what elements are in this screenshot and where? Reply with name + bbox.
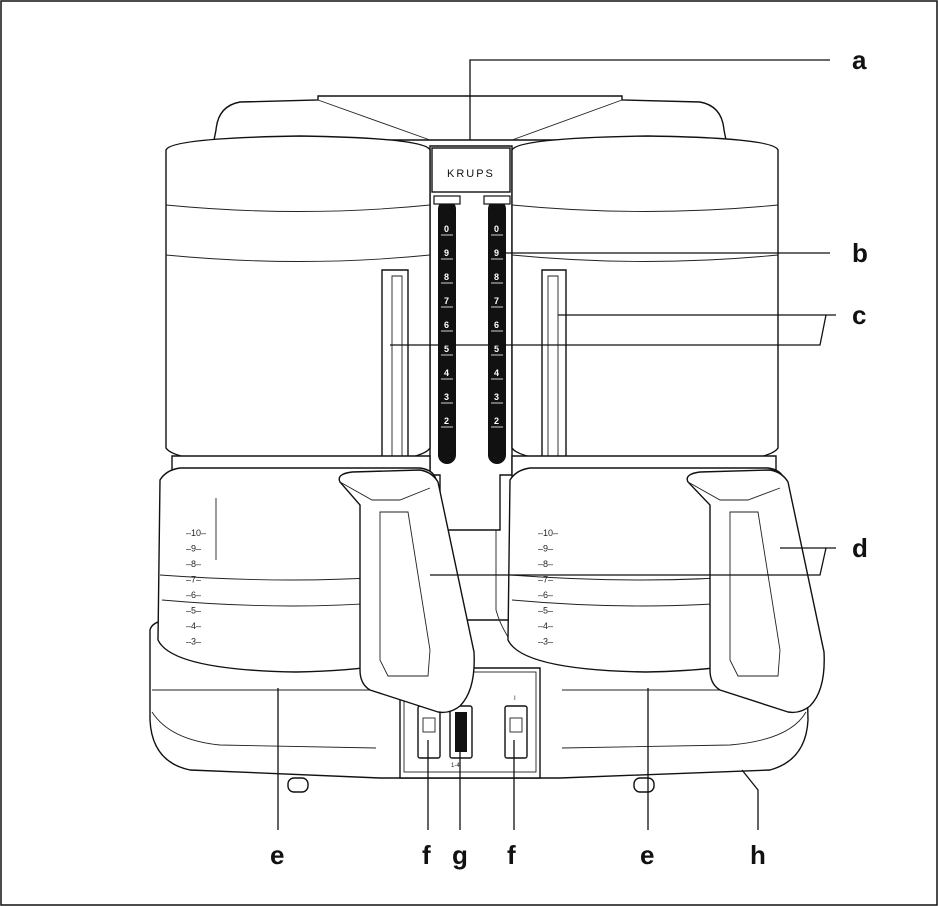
carafe-cup-mark: –9– <box>186 544 201 554</box>
carafe-cup-mark: –7– <box>186 575 201 585</box>
gauge-mark: 5 <box>444 344 449 354</box>
gauge-mark: 2 <box>494 416 499 426</box>
left-carafe-handle[interactable] <box>338 469 475 714</box>
carafe-scale-left: –10– –9– –8– –7– –6– –5– –4– –3– <box>186 528 206 647</box>
carafe-scale-right: –10– –9– –8– –7– –6– –5– –4– –3– <box>538 528 558 647</box>
carafe-cup-mark: –10– <box>186 528 206 538</box>
switch-1-4-cups[interactable]: 1-4 <box>449 705 473 769</box>
carafe-cup-mark: –3– <box>186 637 201 647</box>
carafe-cup-mark: –10– <box>538 528 558 538</box>
gauge-scale-left: 0 9 8 7 6 5 4 3 2 <box>441 224 453 428</box>
gauge-mark: 8 <box>494 272 499 282</box>
carafe-cup-mark: –4– <box>538 621 553 631</box>
carafe-cup-mark: –7– <box>538 575 553 585</box>
krups-logo: KRUPS <box>447 168 495 180</box>
callout-e-right: e <box>640 840 654 870</box>
switch-right[interactable]: I <box>504 696 528 759</box>
carafe-cup-mark: –3– <box>538 637 553 647</box>
carafe-cup-mark: –9– <box>538 544 553 554</box>
callout-h: h <box>750 840 766 870</box>
carafe-cup-mark: –4– <box>186 621 201 631</box>
gauge-mark: 8 <box>444 272 449 282</box>
gauge-mark: 3 <box>494 392 499 402</box>
left-water-tank <box>165 135 431 467</box>
callout-f-left: f <box>422 840 431 870</box>
switch-right-mark: I <box>514 696 516 702</box>
callout-f-right: f <box>507 840 516 870</box>
gauge-mark: 4 <box>494 368 499 378</box>
gauge-mark: 5 <box>494 344 499 354</box>
gauge-mark: 6 <box>444 320 449 330</box>
water-gauge-right <box>483 195 511 464</box>
carafe-cup-mark: –5– <box>538 606 553 616</box>
carafe-cup-mark: –6– <box>538 590 553 600</box>
gauge-mark: 3 <box>444 392 449 402</box>
water-gauge-left <box>433 195 461 464</box>
carafe-cup-mark: –8– <box>186 559 201 569</box>
gauge-mark: 2 <box>444 416 449 426</box>
gauge-mark: 9 <box>444 248 449 258</box>
carafe-cup-mark: –5– <box>186 606 201 616</box>
callout-e-left: e <box>270 840 284 870</box>
gauge-scale-right: 0 9 8 7 6 5 4 3 2 <box>491 224 503 428</box>
leader-lines <box>277 59 836 830</box>
gauge-mark: 0 <box>444 224 449 234</box>
callout-d: d <box>852 533 868 563</box>
callout-a: a <box>852 45 867 75</box>
callout-c: c <box>852 300 866 330</box>
callout-labels: a b c d e f g f e h <box>270 45 868 870</box>
gauge-mark: 7 <box>494 296 499 306</box>
switch-left[interactable] <box>417 705 441 759</box>
switch-1-4-label: 1-4 <box>451 763 460 769</box>
callout-b: b <box>852 238 868 268</box>
gauge-mark: 0 <box>494 224 499 234</box>
gauge-mark: 6 <box>494 320 499 330</box>
gauge-mark: 4 <box>444 368 449 378</box>
right-water-tank <box>511 135 779 467</box>
gauge-mark: 7 <box>444 296 449 306</box>
carafe-cup-mark: –6– <box>186 590 201 600</box>
callout-g: g <box>452 840 468 870</box>
carafe-cup-mark: –8– <box>538 559 553 569</box>
gauge-mark: 9 <box>494 248 499 258</box>
right-carafe-handle[interactable] <box>686 469 825 714</box>
